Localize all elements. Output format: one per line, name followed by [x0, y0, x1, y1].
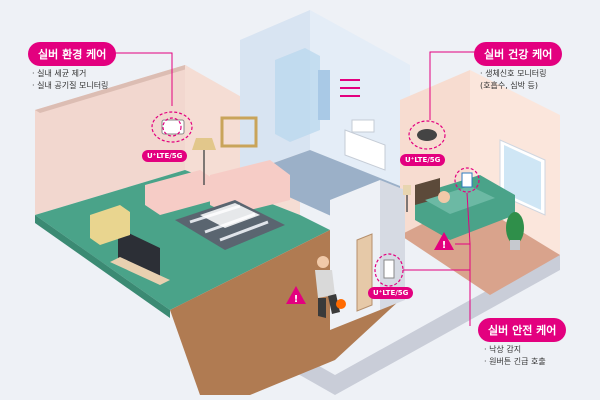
health-care-item: (호흡수, 심박 등) — [480, 81, 539, 90]
towel-rack — [340, 79, 360, 97]
health-sensor — [417, 129, 437, 141]
safety-sensor — [383, 259, 395, 279]
fall-alert-icon — [286, 286, 306, 304]
health-care-list: · 생체신호 모니터링 (호흡수, 심박 등) — [480, 68, 547, 92]
door — [356, 233, 373, 312]
svg-text:!: ! — [294, 294, 299, 305]
safety-care-item: · 낙상 감지 — [484, 345, 522, 354]
connector-environment — [108, 52, 173, 106]
fall-alert-icon — [434, 232, 454, 250]
tv — [118, 228, 160, 278]
health-care-title: 실버 건강 케어 — [474, 42, 563, 66]
safety-care-list: · 낙상 감지 · 원버튼 긴급 호출 — [484, 344, 546, 368]
network-tag-safety: U⁺LTE/5G — [368, 287, 414, 299]
sofa-left — [145, 170, 215, 215]
house-base — [80, 230, 560, 395]
coffee-table — [200, 203, 260, 228]
health-care-item: · 생체신호 모니터링 — [480, 69, 547, 78]
emergency-button — [461, 172, 473, 188]
environment-care-item: · 실내 세균 제거 — [32, 69, 87, 78]
elderly-man — [317, 256, 329, 268]
shower-glass — [275, 48, 320, 142]
cabinet — [90, 205, 130, 245]
svg-text:!: ! — [442, 240, 447, 251]
environment-sensor — [161, 119, 185, 135]
sofa-right — [210, 160, 290, 215]
sink-cabinet — [344, 129, 386, 171]
environment-care-item: · 실내 공기질 모니터링 — [32, 81, 109, 90]
safety-care-item: · 원버튼 긴급 호출 — [484, 357, 546, 366]
environment-care-title: 실버 환경 케어 — [28, 42, 117, 66]
plant — [506, 212, 524, 244]
network-tag-environment: U⁺LTE/5G — [142, 150, 188, 162]
connector-health — [429, 51, 490, 120]
network-tag-health: U⁺LTE/5G — [400, 154, 446, 166]
safety-care-title: 실버 안전 케어 — [478, 318, 567, 342]
floor-lamp — [192, 138, 216, 150]
environment-care-list: · 실내 세균 제거 · 실내 공기질 모니터링 — [32, 68, 108, 92]
bookshelf — [220, 116, 258, 148]
